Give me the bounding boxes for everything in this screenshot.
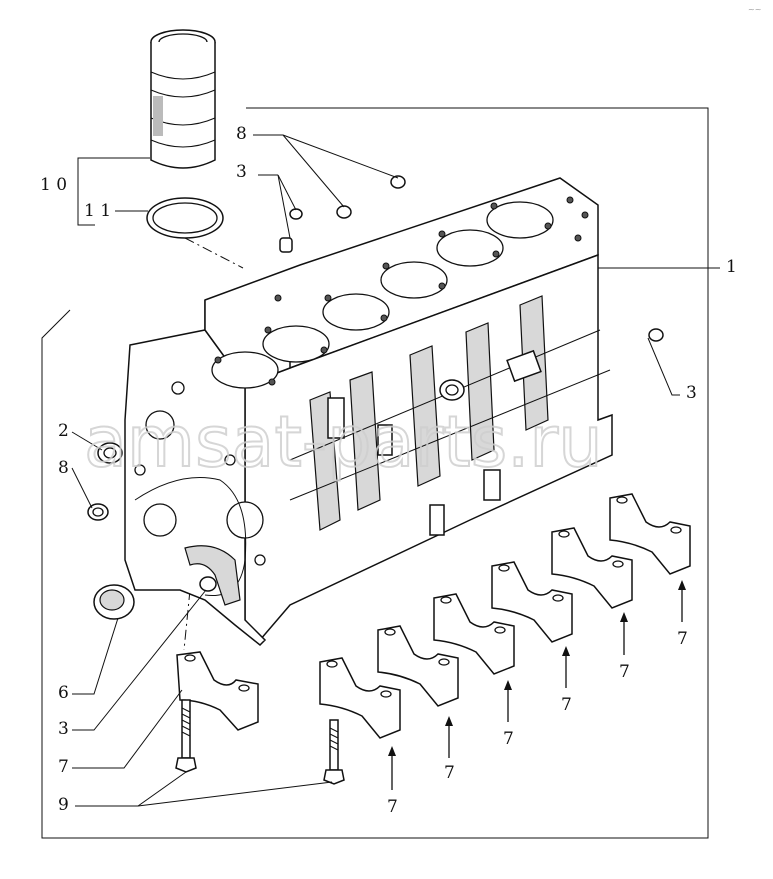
bearing-cap <box>551 527 633 609</box>
liner-seal-ring <box>146 197 224 239</box>
callout-7-f: 7 <box>677 629 688 649</box>
callout-7-c: 7 <box>503 729 514 749</box>
cap-bolts <box>175 699 345 785</box>
callout-8-left: 8 <box>58 458 69 478</box>
leader-lines <box>71 134 720 807</box>
callout-3-right: 3 <box>686 383 697 403</box>
callout-8-top: 8 <box>236 124 247 144</box>
main-bearing-caps <box>176 493 691 739</box>
assembly-frame <box>41 107 709 839</box>
callout-7-a: 7 <box>387 797 398 817</box>
front-plugs <box>87 442 217 620</box>
callout-11: 1 1 <box>84 201 111 221</box>
deck-bolt-holes <box>214 196 589 386</box>
callout-10: 1 0 <box>40 175 67 195</box>
corner-mark: ~~ <box>748 5 761 14</box>
callout-labels: 1 0 1 1 8 3 1 3 2 8 6 3 7 9 7 7 7 7 7 7 <box>40 124 737 817</box>
bearing-cap <box>319 657 401 739</box>
callout-3-top: 3 <box>236 162 247 182</box>
block-ribs <box>289 295 611 531</box>
callout-6: 6 <box>58 683 69 703</box>
bearing-cap <box>377 625 459 707</box>
dowel-pins <box>279 175 664 342</box>
callout-7-b: 7 <box>444 763 455 783</box>
callout-7-e: 7 <box>619 662 630 682</box>
cylinder-liner <box>150 29 216 169</box>
callout-7-left: 7 <box>58 757 69 777</box>
bearing-cap <box>491 561 573 643</box>
engine-block <box>124 177 613 647</box>
bearing-cap <box>609 493 691 575</box>
cap-arrows <box>388 580 686 790</box>
callout-3-bottom: 3 <box>58 719 69 739</box>
callout-9: 9 <box>58 795 69 815</box>
callout-2: 2 <box>58 421 69 441</box>
callout-7-d: 7 <box>561 695 572 715</box>
bearing-cap <box>433 593 515 675</box>
callout-1: 1 <box>726 257 737 277</box>
bearing-cap <box>176 651 259 731</box>
watermark: amsat-parts.ru <box>84 401 603 483</box>
